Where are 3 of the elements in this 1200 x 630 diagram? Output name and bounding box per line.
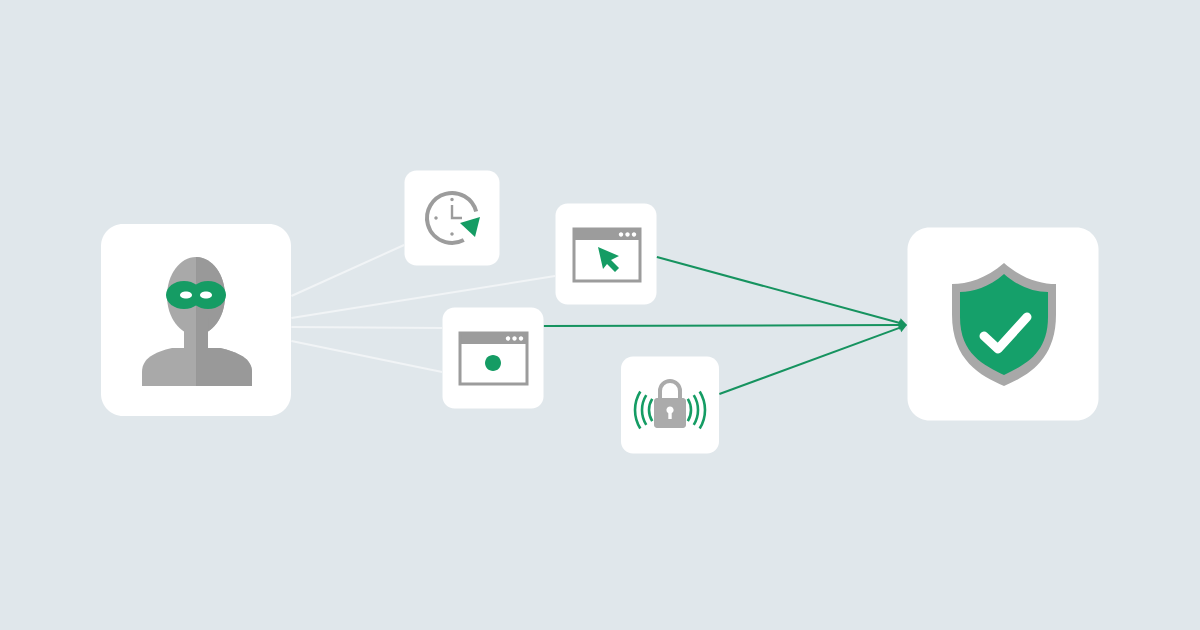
connector-arrow (542, 320, 907, 330)
connector-arrow (718, 323, 907, 395)
connector-arrow (655, 256, 907, 328)
